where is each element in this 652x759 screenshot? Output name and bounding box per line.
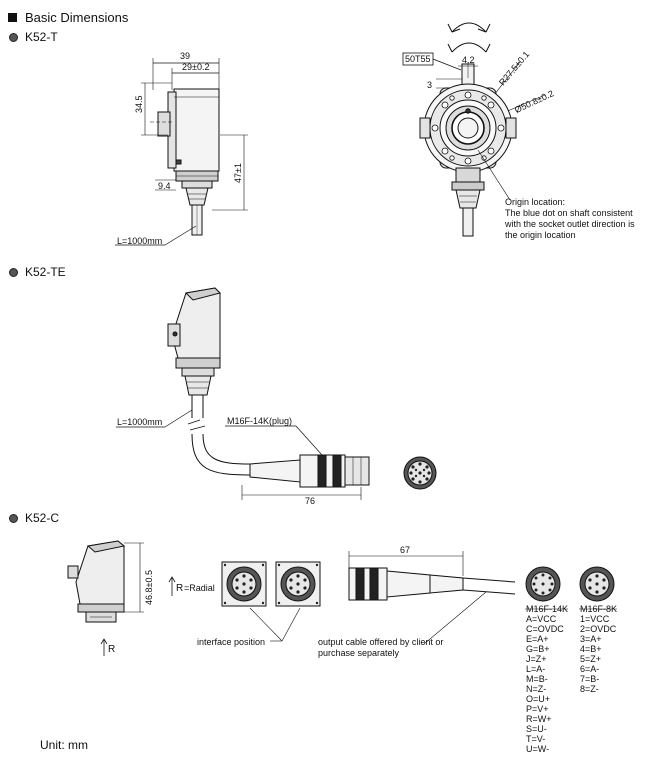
- dim-29: 29±0.2: [182, 62, 210, 72]
- k52c-drawing: [67, 540, 617, 656]
- cable-note: output cable offered by client or: [318, 637, 444, 647]
- cable-note: purchase separately: [318, 648, 400, 658]
- section-bullet-icon: [8, 13, 17, 22]
- pin-entry: J=Z+: [526, 654, 547, 664]
- pin-entry: A=VCC: [526, 614, 557, 624]
- radial-label: =Radial: [184, 583, 215, 593]
- pin-entry: P=V+: [526, 704, 549, 714]
- pin-entry: 2=OVDC: [580, 624, 617, 634]
- shaft-code-box: 50T55: [405, 54, 431, 64]
- dim-3: 3: [427, 80, 433, 90]
- pin-entry: 4=B+: [580, 644, 602, 654]
- pin-entry: T=V-: [526, 734, 546, 744]
- k52t-front-view: [402, 22, 546, 237]
- pin-entry: 5=Z+: [580, 654, 602, 664]
- dim-76: 76: [305, 496, 316, 506]
- dim-47: 47±1: [233, 163, 243, 183]
- pin-entry: 8=Z-: [580, 684, 599, 694]
- cable-length-label: L=1000mm: [117, 417, 163, 427]
- model-bullet-icon: [9, 33, 18, 42]
- dim-9-4: 9.4: [158, 181, 171, 191]
- pin-entry: 1=VCC: [580, 614, 610, 624]
- dim-34-5: 34.5: [134, 95, 144, 113]
- origin-title: Origin location:: [505, 197, 566, 207]
- pin-entry: 7=B-: [580, 674, 600, 684]
- model-label-k52te: K52-TE: [25, 265, 66, 279]
- pin-entry: O=U+: [526, 694, 551, 704]
- pin-entry: 6=A-: [580, 664, 600, 674]
- radial-r-label: R: [108, 644, 116, 655]
- pinout-title: M16F-14K: [526, 604, 569, 614]
- dim-46-8: 46.8±0.5: [144, 570, 154, 605]
- model-bullet-icon: [9, 268, 18, 277]
- model-bullet-icon: [9, 514, 18, 523]
- k52te-drawing: [116, 287, 437, 500]
- interface-position-label: interface position: [197, 637, 266, 647]
- origin-note: with the socket outlet direction is: [505, 219, 635, 229]
- pinout-title: M16F-8K: [580, 604, 618, 614]
- model-label-k52c: K52-C: [25, 511, 60, 525]
- origin-note: the origin location: [505, 230, 576, 240]
- plug-label: M16F-14K(plug): [227, 416, 293, 426]
- origin-note: The blue dot on shaft consistent: [505, 208, 633, 218]
- pin-entry: R=W+: [526, 714, 552, 724]
- section-title: Basic Dimensions: [25, 10, 129, 25]
- dim-4-2: 4.2: [462, 55, 475, 65]
- pinout-m16f-8k: M16F-8K 1=VCC 2=OVDC 3=A+ 4=B+ 5=Z+ 6=A-…: [580, 604, 617, 694]
- dim-67: 67: [400, 545, 411, 555]
- pin-entry: N=Z-: [526, 684, 547, 694]
- pin-entry: S=U-: [526, 724, 547, 734]
- pinout-m16f-14k: M16F-14K A=VCC C=OVDC E=A+ G=B+ J=Z+ L=A…: [526, 604, 568, 754]
- unit-label: Unit: mm: [40, 738, 88, 752]
- cable-length-label: L=1000mm: [117, 236, 163, 246]
- pin-entry: L=A-: [526, 664, 546, 674]
- k52t-side-view: [115, 58, 248, 246]
- pin-entry: U=W-: [526, 744, 550, 754]
- dim-39: 39: [180, 51, 191, 61]
- model-label-k52t: K52-T: [25, 30, 58, 44]
- pin-entry: E=A+: [526, 634, 549, 644]
- pin-entry: M=B-: [526, 674, 548, 684]
- pin-entry: 3=A+: [580, 634, 602, 644]
- pin-entry: G=B+: [526, 644, 550, 654]
- pin-entry: C=OVDC: [526, 624, 564, 634]
- radial-r-label: R: [176, 583, 184, 594]
